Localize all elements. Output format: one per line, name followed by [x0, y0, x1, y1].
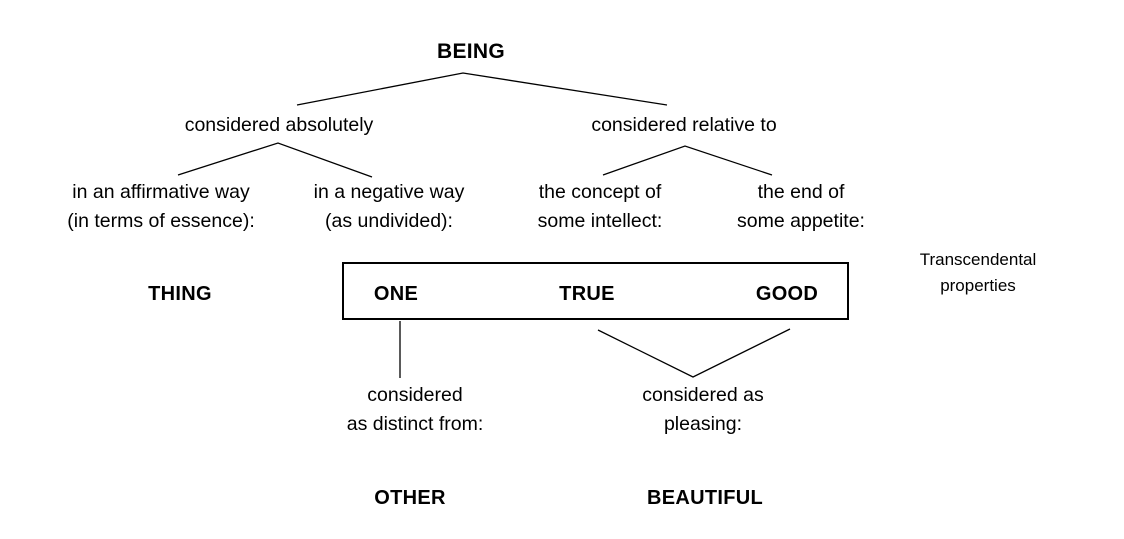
- node-negative-way-line1: in a negative way: [313, 181, 465, 203]
- node-beautiful: BEAUTIFUL: [647, 484, 763, 514]
- node-being: BEING: [437, 36, 505, 67]
- node-considered-absolutely: considered absolutely: [185, 111, 374, 140]
- node-end-of-appetite: the end of some appetite:: [737, 178, 865, 236]
- side-note-line2: properties: [940, 276, 1016, 296]
- node-considered-as-pleasing-line2: pleasing:: [663, 412, 743, 435]
- node-concept-of-intellect-line2: some intellect:: [537, 209, 663, 232]
- edge-relative-to-descriptors: [602, 145, 773, 176]
- node-being-label: BEING: [436, 40, 506, 63]
- node-thing: THING: [148, 280, 212, 310]
- node-affirmative-way-line2: (in terms of essence):: [67, 209, 255, 232]
- node-end-of-appetite-line2: some appetite:: [737, 209, 865, 232]
- node-considered-relative-to: considered relative to: [591, 111, 776, 140]
- node-concept-of-intellect-line1: the concept of: [538, 181, 662, 203]
- side-note-transcendental-properties: Transcendental properties: [920, 247, 1037, 300]
- node-beautiful-label: BEAUTIFUL: [646, 487, 764, 509]
- node-considered-absolutely-label: considered absolutely: [184, 114, 374, 136]
- node-negative-way-line2: (as undivided):: [325, 209, 453, 232]
- node-other-label: OTHER: [374, 487, 446, 509]
- edge-absolutely-to-descriptors: [177, 142, 373, 178]
- side-note-line1: Transcendental: [919, 250, 1037, 269]
- node-considered-as-pleasing-line1: considered as: [642, 384, 764, 406]
- node-good-label: GOOD: [755, 283, 819, 305]
- node-considered-as-pleasing: considered as pleasing:: [642, 381, 763, 439]
- node-thing-label: THING: [148, 283, 212, 305]
- node-considered-relative-to-label: considered relative to: [591, 114, 777, 136]
- node-other: OTHER: [374, 484, 446, 514]
- edge-being-to-branches: [296, 72, 668, 106]
- node-true-label: TRUE: [559, 283, 615, 305]
- node-one: ONE: [374, 280, 418, 310]
- node-considered-as-distinct-from: considered as distinct from:: [347, 381, 484, 439]
- node-concept-of-intellect: the concept of some intellect:: [538, 178, 663, 236]
- edge-good-to-beautiful: [597, 328, 791, 378]
- node-one-label: ONE: [373, 283, 419, 305]
- node-negative-way: in a negative way (as undivided):: [314, 178, 465, 236]
- node-end-of-appetite-line1: the end of: [757, 181, 845, 203]
- node-affirmative-way-line1: in an affirmative way: [72, 181, 250, 203]
- node-affirmative-way: in an affirmative way (in terms of essen…: [67, 178, 254, 236]
- transcendentals-box: [342, 262, 849, 320]
- node-true: TRUE: [559, 280, 615, 310]
- node-good: GOOD: [756, 280, 818, 310]
- node-considered-as-distinct-from-line1: considered: [367, 384, 463, 406]
- node-considered-as-distinct-from-line2: as distinct from:: [346, 412, 484, 435]
